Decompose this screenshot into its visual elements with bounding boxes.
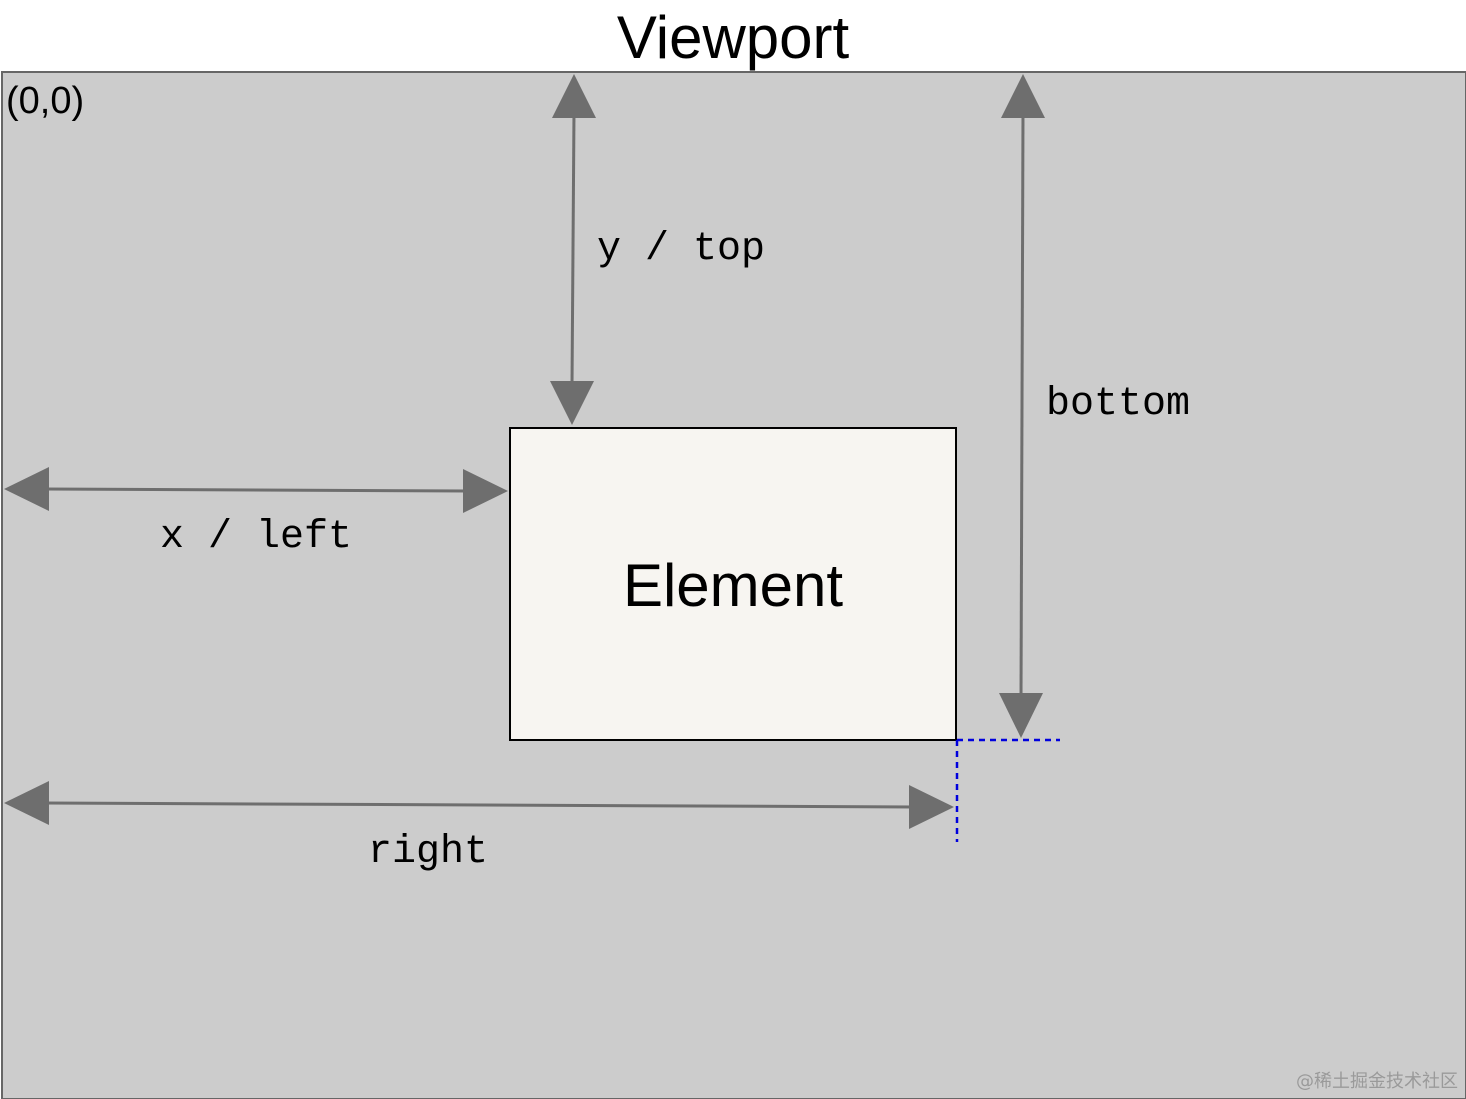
bottom-label: bottom	[1046, 382, 1191, 427]
right-arrow	[4, 781, 954, 829]
element-box	[509, 427, 957, 741]
guide-lines	[955, 738, 1060, 842]
origin-label: (0,0)	[6, 80, 85, 122]
top-arrow	[550, 74, 596, 425]
element-label: Element	[622, 552, 844, 619]
top-label: y / top	[597, 227, 766, 272]
watermark: @稀土掘金技术社区	[1296, 1071, 1458, 1092]
diagram-title: Viewport	[616, 4, 850, 71]
right-label: right	[368, 830, 489, 875]
left-label: x / left	[160, 515, 353, 560]
bottom-arrow	[999, 74, 1045, 738]
left-arrow	[4, 467, 508, 513]
